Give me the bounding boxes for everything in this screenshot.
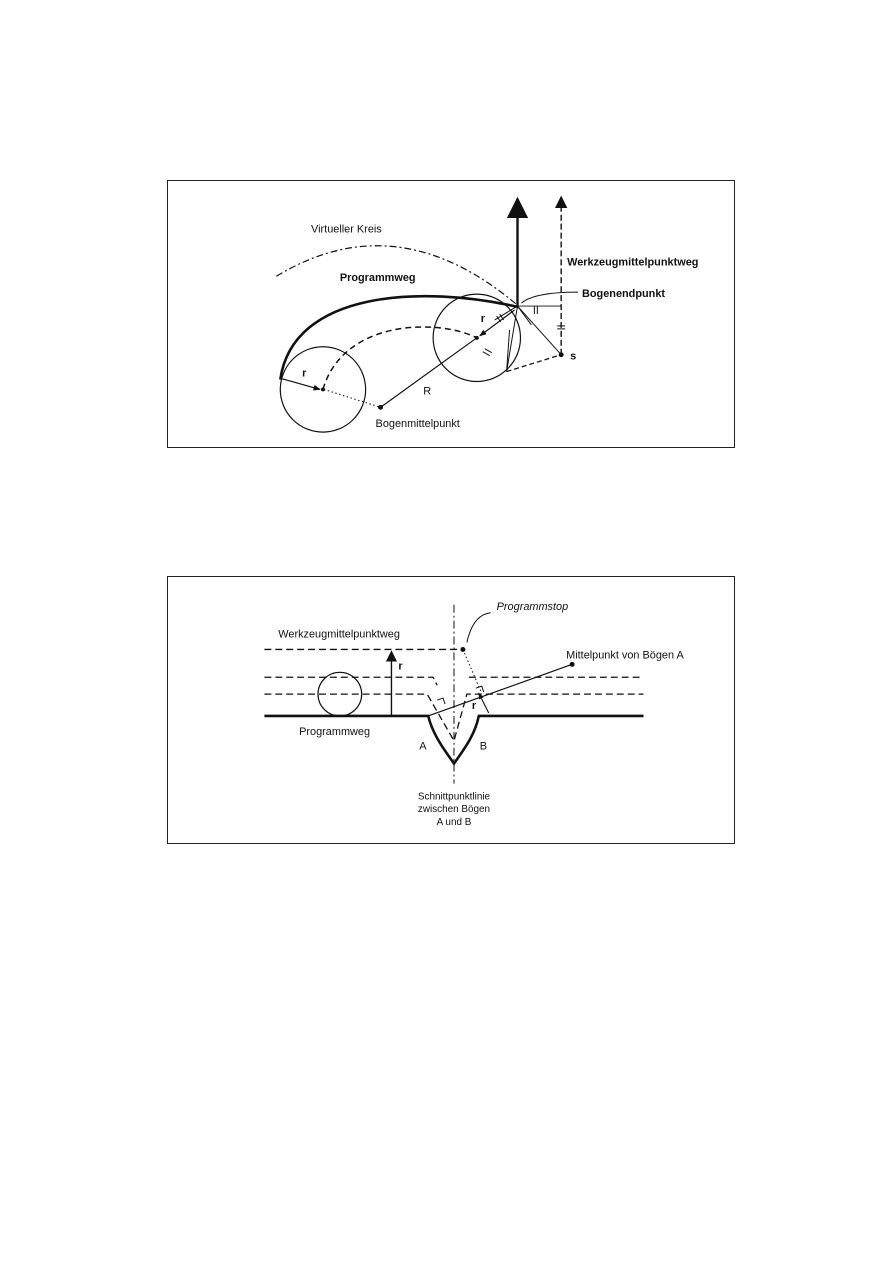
equal-length-ticks xyxy=(482,306,566,357)
virtual-circle-arc xyxy=(276,245,519,307)
program-stop-dot xyxy=(460,646,466,652)
program-stop-label: Programmstop xyxy=(497,601,569,613)
tangent-line-1 xyxy=(506,305,518,372)
program-stop-leader xyxy=(466,612,491,643)
arc-center-label: Bogenmittelpunkt xyxy=(376,418,460,430)
chord-line xyxy=(506,329,511,372)
chord-to-s-dashed xyxy=(506,354,562,373)
tangent-line-3 xyxy=(517,305,532,326)
radius-r-label-2: r xyxy=(472,700,477,712)
tool-circle-end xyxy=(432,293,522,383)
radius-r-label: r xyxy=(398,660,403,672)
program-path-label: Programmweg xyxy=(340,272,416,284)
program-path-label: Programmweg xyxy=(299,726,370,738)
figure-2-drawing: Programmstop Werkzeugmittelpunktweg Mitt… xyxy=(264,601,684,828)
intersection-line-label-2: zwischen Bögen xyxy=(418,804,490,815)
virtual-circle-label: Virtueller Kreis xyxy=(311,224,382,236)
center-arc-a-dot xyxy=(569,661,575,667)
program-path-line xyxy=(264,714,644,766)
start-to-arc-center-dotted xyxy=(323,388,381,408)
radius-line-start xyxy=(281,377,321,391)
radius-large-line xyxy=(380,337,478,408)
figure-2-program-stop: Programmstop Werkzeugmittelpunktweg Mitt… xyxy=(167,576,735,844)
center-arc-a-label: Mittelpunkt von Bögen A xyxy=(566,649,684,661)
radius-arrow-small xyxy=(478,692,490,714)
program-stop-dotted xyxy=(462,649,482,692)
radius-line-end xyxy=(479,309,515,337)
figure-1-drawing: Virtueller Kreis Programmweg Werkzeugmit… xyxy=(276,195,698,433)
tool-circle xyxy=(317,671,363,717)
program-path-curve xyxy=(279,294,519,380)
arc-b-label: B xyxy=(480,741,487,753)
arc-end-to-circle-line xyxy=(494,305,518,321)
radius-large-label: R xyxy=(423,385,431,397)
right-angle-marks xyxy=(436,685,485,705)
tool-circle-start xyxy=(279,346,367,433)
point-s-label: s xyxy=(570,351,576,363)
intersection-line-label-3: A und B xyxy=(437,817,472,828)
arc-a-radius-line xyxy=(427,663,573,717)
tool-center-path-label: Werkzeugmittelpunktweg xyxy=(567,256,698,268)
arc-end-leader xyxy=(521,291,579,304)
tool-center-path-curve xyxy=(322,326,478,390)
tangent-line-2 xyxy=(517,305,562,356)
tool-center-end-dot xyxy=(474,335,479,340)
tool-center-start-dot xyxy=(320,387,325,392)
arc-a-label: A xyxy=(419,741,427,753)
intersection-line-label-1: Schnittpunktlinie xyxy=(418,791,491,802)
figure-1-virtual-circle: Virtueller Kreis Programmweg Werkzeugmit… xyxy=(167,180,735,448)
radius-small-label-2: r xyxy=(481,313,486,325)
radius-small-label: r xyxy=(302,368,307,380)
tool-center-path-label: Werkzeugmittelpunktweg xyxy=(278,629,400,641)
arc-end-point-label: Bogenendpunkt xyxy=(582,288,665,300)
tool-center-path-line-2 xyxy=(264,676,644,686)
